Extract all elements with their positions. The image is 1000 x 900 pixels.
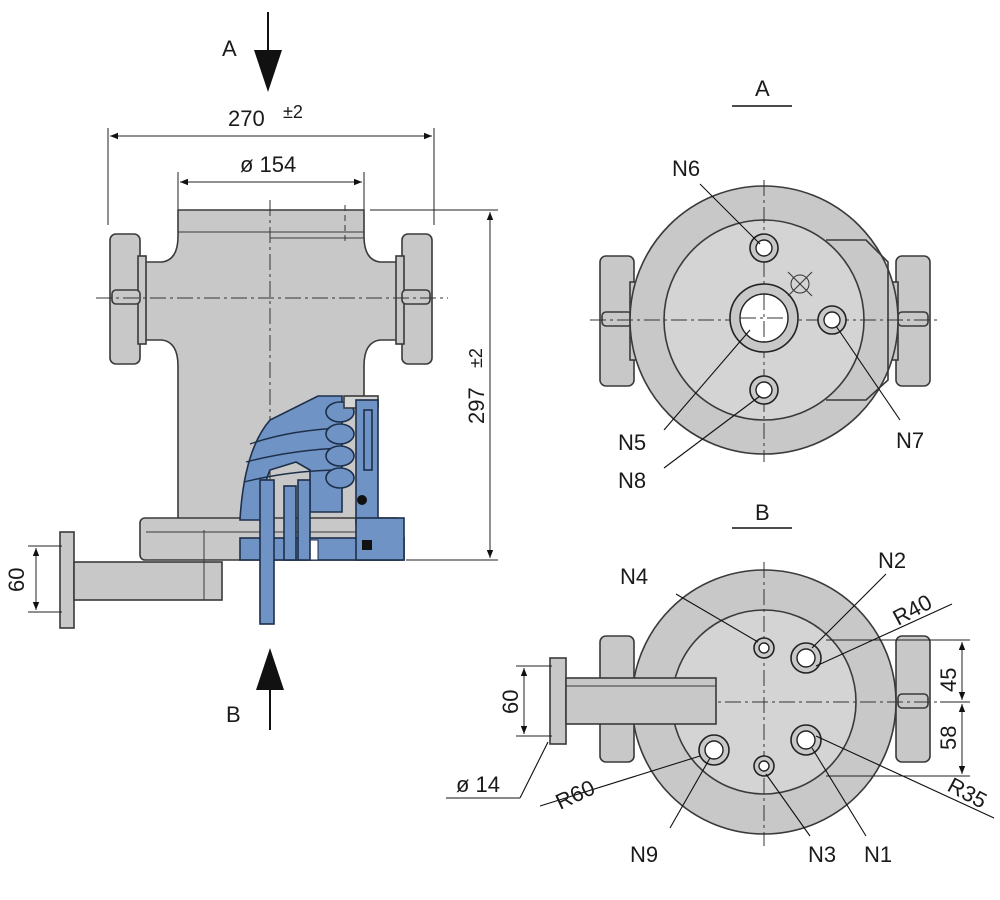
label-n6: N6 bbox=[672, 156, 700, 181]
dimension-width-value: 270 bbox=[228, 106, 265, 131]
left-flange bbox=[109, 233, 147, 365]
label-n3: N3 bbox=[808, 842, 836, 867]
dimension-height-tolerance: ±2 bbox=[466, 348, 486, 368]
label-n4: N4 bbox=[620, 564, 648, 589]
nozzle-n1-hole bbox=[790, 724, 822, 756]
view-b: B bbox=[446, 500, 995, 867]
view-arrow-a-label: A bbox=[222, 36, 237, 61]
dimension-b-flange: 60 bbox=[498, 665, 552, 737]
outlet-pipe bbox=[59, 530, 223, 629]
dimension-offset-58: 58 bbox=[936, 726, 961, 750]
label-n5: N5 bbox=[618, 430, 646, 455]
sectioned-coil bbox=[239, 395, 405, 625]
view-arrow-a: A bbox=[222, 12, 282, 92]
dimension-r60: R60 bbox=[552, 775, 599, 815]
dimension-left-flange: 60 bbox=[4, 545, 62, 613]
dimension-height-value: 297 bbox=[464, 387, 489, 424]
dimension-offset-45: 45 bbox=[936, 668, 961, 692]
view-a: A bbox=[590, 76, 940, 493]
nozzle-n7-hole bbox=[817, 305, 847, 335]
dimension-offsets: 45 58 bbox=[826, 639, 970, 777]
dimension-left-flange-value: 60 bbox=[4, 568, 29, 592]
dimension-diameter: ø 154 bbox=[177, 152, 365, 212]
dimension-width: 270 ±2 bbox=[107, 102, 435, 225]
dimension-r40: R40 bbox=[889, 589, 936, 630]
view-arrow-b: B bbox=[226, 648, 284, 730]
view-b-outlet-pipe bbox=[549, 657, 717, 745]
label-n8: N8 bbox=[618, 468, 646, 493]
nozzle-n3-hole bbox=[753, 755, 775, 777]
nozzle-n4-hole bbox=[753, 637, 775, 659]
label-n9: N9 bbox=[630, 842, 658, 867]
view-b-title: B bbox=[755, 500, 770, 525]
label-n7: N7 bbox=[896, 428, 924, 453]
side-view: A 270 ±2 ø 154 bbox=[4, 12, 498, 730]
nozzle-n9-hole bbox=[698, 734, 730, 766]
view-a-title: A bbox=[755, 76, 770, 101]
right-flange bbox=[395, 233, 433, 365]
nozzle-n2-hole bbox=[790, 642, 822, 674]
nozzle-n5-hole bbox=[729, 283, 799, 353]
dimension-r35: R35 bbox=[944, 772, 991, 813]
dimension-b-flange-value: 60 bbox=[498, 690, 523, 714]
view-arrow-b-label: B bbox=[226, 702, 241, 727]
dimension-width-tolerance: ±2 bbox=[283, 102, 303, 122]
dimension-diameter-value: ø 154 bbox=[240, 152, 296, 177]
dimension-height: 297 ±2 bbox=[370, 209, 498, 561]
label-n2: N2 bbox=[878, 548, 906, 573]
label-n1: N1 bbox=[864, 842, 892, 867]
dimension-pipe-diameter: ø 14 bbox=[456, 772, 500, 797]
instrument-port-symbol bbox=[787, 271, 813, 297]
nozzle-n8-hole bbox=[749, 375, 779, 405]
